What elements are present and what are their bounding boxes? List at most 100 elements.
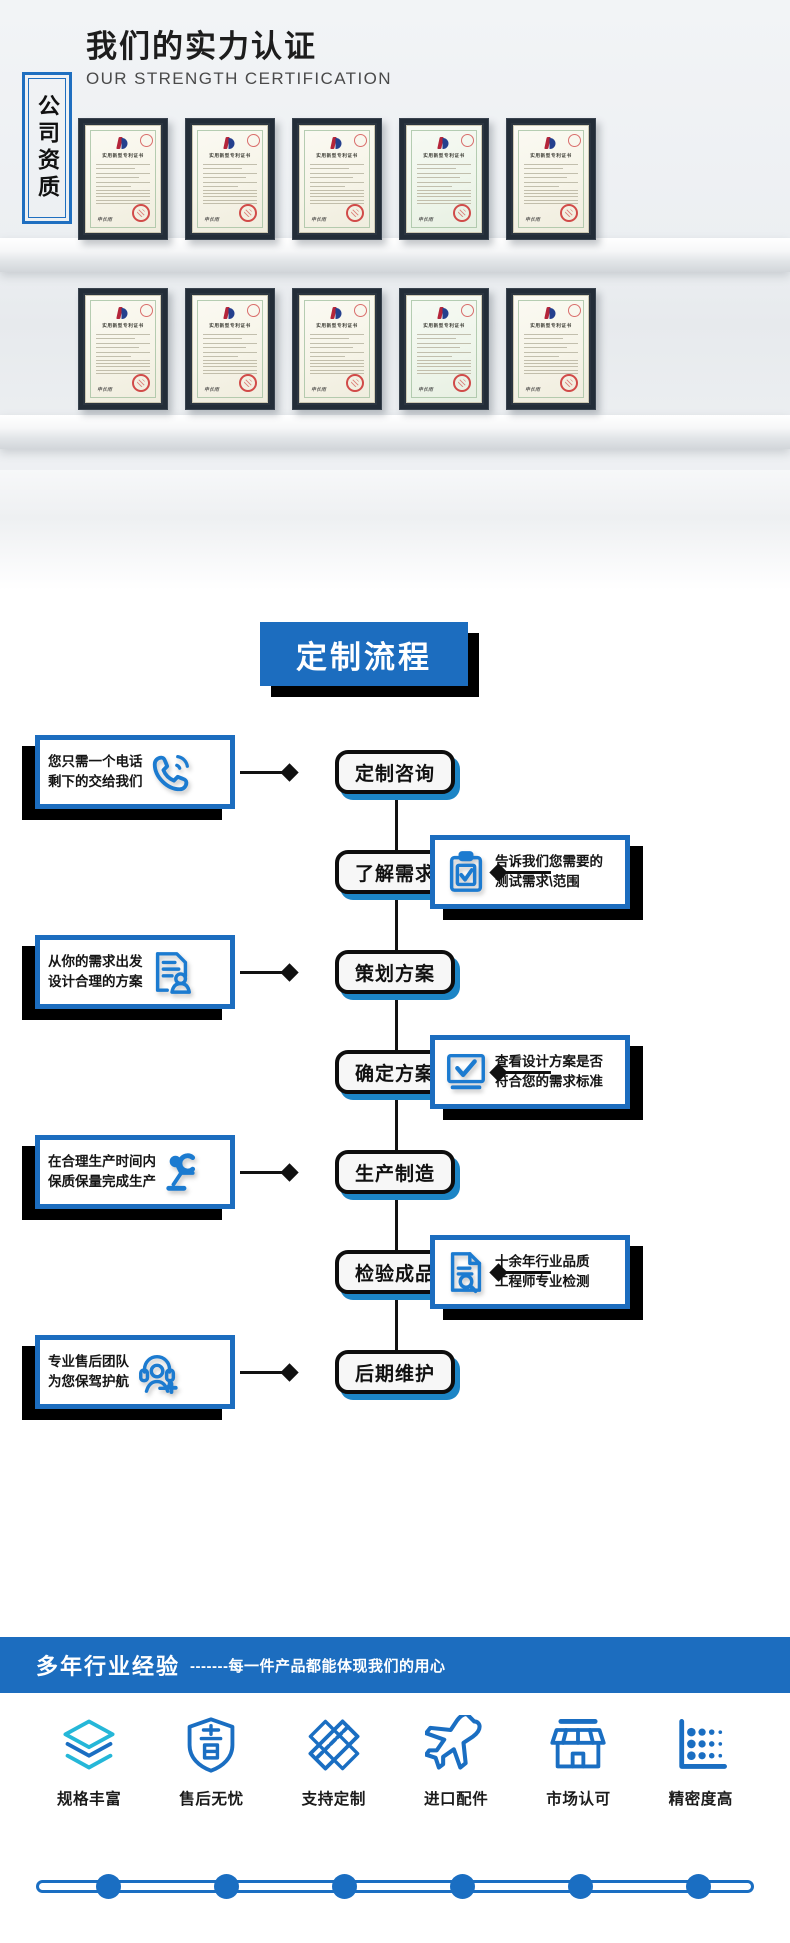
certificate-paper: 实用新型专利证书申长雨 bbox=[299, 295, 375, 403]
process-card-7[interactable]: 专业售后团队 为您保驾护航 bbox=[22, 1335, 235, 1420]
certification-section: 公司资质 我们的实力认证 OUR STRENGTH CERTIFICATION … bbox=[0, 0, 790, 590]
certificate-red-seal-icon bbox=[453, 374, 471, 392]
certificate-ornament-border bbox=[518, 300, 584, 398]
certificate-mat: 实用新型专利证书申长雨 bbox=[190, 293, 270, 405]
feature-label: 进口配件 bbox=[423, 1791, 489, 1808]
feature-list: 规格丰富售后无忧支持定制进口配件 市场认可精密度高 bbox=[0, 1715, 790, 1809]
certificate-frame: 实用新型专利证书申长雨 bbox=[292, 118, 382, 240]
process-connector-2 bbox=[505, 871, 551, 874]
feature-item-6[interactable]: 精密度高 bbox=[645, 1715, 757, 1809]
certificate-ornament-border bbox=[411, 300, 477, 398]
certificate-frame: 实用新型专利证书申长雨 bbox=[506, 288, 596, 410]
process-node-body: 策划方案 bbox=[335, 950, 455, 994]
certificate-seal-top-icon bbox=[354, 304, 367, 317]
process-connector-1 bbox=[240, 771, 286, 774]
certificate-ornament-border bbox=[90, 300, 156, 398]
document-person-icon bbox=[149, 949, 195, 995]
certificate-heading: 实用新型专利证书 bbox=[316, 153, 358, 158]
feature-item-5[interactable]: 市场认可 bbox=[522, 1715, 634, 1809]
feature-progress-track-wrap bbox=[36, 1871, 754, 1901]
process-connector-7 bbox=[240, 1371, 286, 1374]
airplane-icon bbox=[425, 1715, 487, 1775]
precision-chart-icon bbox=[670, 1715, 732, 1775]
process-connector-diamond-5 bbox=[280, 1163, 299, 1182]
process-node-2[interactable]: 了解需求 bbox=[335, 850, 460, 900]
process-card-1[interactable]: 您只需一个电话 剩下的交给我们 bbox=[22, 735, 235, 820]
certificate-paragraph-block bbox=[203, 360, 257, 376]
feature-item-1[interactable]: 规格丰富 bbox=[33, 1715, 145, 1809]
certificate-text-lines bbox=[96, 164, 150, 190]
certificate-seal-top-icon bbox=[247, 304, 260, 317]
certificate-heading: 实用新型专利证书 bbox=[423, 323, 465, 328]
process-node-5[interactable]: 生产制造 bbox=[335, 1150, 460, 1200]
certificate-signature: 申长雨 bbox=[311, 388, 327, 393]
experience-bar: 多年行业经验 -------每一件产品都能体现我们的用心 bbox=[0, 1637, 790, 1693]
certificate-red-seal-icon bbox=[453, 204, 471, 222]
certificate-seal-top-icon bbox=[568, 304, 581, 317]
process-card-6[interactable]: 十余年行业品质 工程师专业检测 bbox=[430, 1235, 643, 1320]
process-card-text: 您只需一个电话 剩下的交给我们 bbox=[48, 754, 143, 789]
certificate-ornament-border bbox=[304, 130, 370, 228]
certificate-mat: 实用新型专利证书申长雨 bbox=[511, 123, 591, 235]
patent-office-logo-icon bbox=[116, 137, 130, 150]
process-node-label: 定制咨询 bbox=[354, 763, 435, 785]
feature-item-4[interactable]: 进口配件 bbox=[400, 1715, 512, 1809]
certificate-text-lines bbox=[524, 334, 578, 360]
certificate-paper: 实用新型专利证书申长雨 bbox=[513, 295, 589, 403]
process-node-3[interactable]: 策划方案 bbox=[335, 950, 460, 1000]
certificate-mat: 实用新型专利证书申长雨 bbox=[511, 293, 591, 405]
feature-item-2[interactable]: 售后无忧 bbox=[155, 1715, 267, 1809]
process-node-label: 检验成品 bbox=[354, 1263, 435, 1285]
process-card-2[interactable]: 告诉我们您需要的 测试需求\范围 bbox=[430, 835, 643, 920]
process-node-7[interactable]: 后期维护 bbox=[335, 1350, 460, 1400]
certificate-seal-top-icon bbox=[247, 134, 260, 147]
process-connector-diamond-7 bbox=[280, 1363, 299, 1382]
storefront-icon bbox=[547, 1715, 609, 1775]
certificate-text-lines bbox=[524, 164, 578, 190]
process-card-body: 在合理生产时间内 保质保量完成生产 bbox=[35, 1135, 235, 1209]
process-card-3[interactable]: 从你的需求出发 设计合理的方案 bbox=[22, 935, 235, 1020]
feature-track-dot-3 bbox=[332, 1874, 357, 1899]
process-flow-section: 定制流程 定制咨询您只需一个电话 剩下的交给我们了解需求告诉我们您需要的 测试需… bbox=[0, 590, 790, 1620]
certificate-frame: 实用新型专利证书申长雨 bbox=[292, 288, 382, 410]
certificate-red-seal-icon bbox=[239, 204, 257, 222]
certificate-seal-top-icon bbox=[140, 134, 153, 147]
certificate-paragraph-block bbox=[417, 360, 471, 376]
experience-subtitle: -------每一件产品都能体现我们的用心 bbox=[190, 1657, 446, 1675]
company-qualification-badge: 公司资质 bbox=[22, 72, 72, 224]
company-qualification-badge-label: 公司资质 bbox=[35, 94, 60, 202]
features-section: 规格丰富售后无忧支持定制进口配件 市场认可精密度高 bbox=[0, 1693, 790, 1943]
process-card-body: 从你的需求出发 设计合理的方案 bbox=[35, 935, 235, 1009]
certification-title-en: OUR STRENGTH CERTIFICATION bbox=[86, 68, 392, 88]
feature-progress-track bbox=[36, 1880, 754, 1893]
process-node-1[interactable]: 定制咨询 bbox=[335, 750, 460, 800]
certificate-frame: 实用新型专利证书申长雨 bbox=[185, 118, 275, 240]
process-node-body: 后期维护 bbox=[335, 1350, 455, 1394]
certificate-ornament-border bbox=[304, 300, 370, 398]
process-node-body: 定制咨询 bbox=[335, 750, 455, 794]
certificate-paper: 实用新型专利证书申长雨 bbox=[85, 125, 161, 233]
certificate-ornament-border bbox=[197, 300, 263, 398]
patent-office-logo-icon bbox=[437, 307, 451, 320]
certificate-red-seal-icon bbox=[346, 374, 364, 392]
certificate-frame: 实用新型专利证书申长雨 bbox=[185, 288, 275, 410]
certificate-text-lines bbox=[417, 334, 471, 360]
certificate-text-lines bbox=[203, 164, 257, 190]
process-node-label: 后期维护 bbox=[354, 1363, 435, 1385]
certificate-mat: 实用新型专利证书申长雨 bbox=[190, 123, 270, 235]
experience-title: 多年行业经验 bbox=[36, 1654, 181, 1679]
process-node-label: 确定方案 bbox=[354, 1063, 435, 1085]
certificate-paragraph-block bbox=[96, 190, 150, 206]
process-card-5[interactable]: 在合理生产时间内 保质保量完成生产 bbox=[22, 1135, 235, 1220]
process-connector-4 bbox=[505, 1071, 551, 1074]
feature-item-3[interactable]: 支持定制 bbox=[278, 1715, 390, 1809]
phone-call-icon bbox=[149, 749, 195, 795]
certificate-frame: 实用新型专利证书申长雨 bbox=[78, 288, 168, 410]
certificate-mat: 实用新型专利证书申长雨 bbox=[404, 293, 484, 405]
certificate-ornament-border bbox=[518, 130, 584, 228]
process-card-body: 专业售后团队 为您保驾护航 bbox=[35, 1335, 235, 1409]
certificate-paper: 实用新型专利证书申长雨 bbox=[192, 125, 268, 233]
certificate-heading: 实用新型专利证书 bbox=[102, 323, 144, 328]
process-node-body: 生产制造 bbox=[335, 1150, 455, 1194]
process-card-4[interactable]: 查看设计方案是否 符合您的需求标准 bbox=[430, 1035, 643, 1120]
